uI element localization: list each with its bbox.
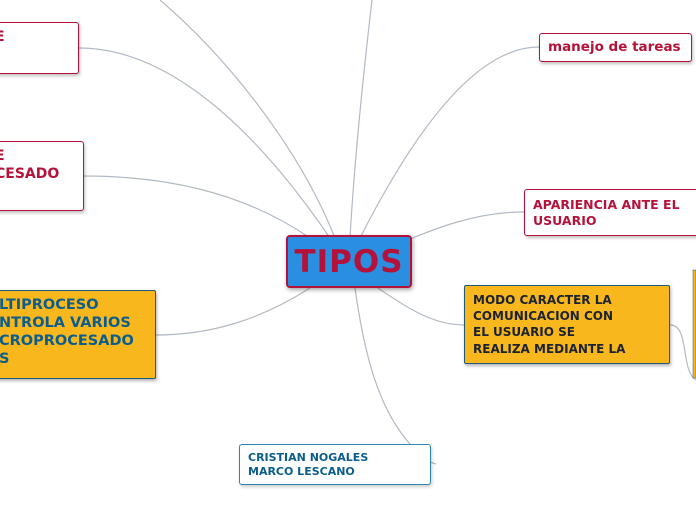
connector-authors-tail (429, 461, 437, 465)
connector-bottom-authors-node (354, 287, 411, 445)
connector-mode-to-offscreen (669, 324, 696, 381)
connector-top-offscreen (349, 0, 373, 239)
node-right-user-line: APARIENCIA ANTE EL (533, 197, 680, 212)
node-bottom-authors-line: MARCO LESCANO (248, 464, 355, 478)
connector-left-mid-node (83, 175, 311, 239)
node-top-left-line: E (0, 29, 78, 47)
node-bottom-authors[interactable]: CRISTIAN NOGALES MARCO LESCANO (239, 444, 431, 485)
connector-left-multi-node (155, 287, 311, 336)
node-left-mid[interactable]: E CESADO (0, 141, 84, 211)
node-right-mode-line: REALIZA MEDIANTE LA (473, 341, 626, 356)
connector-right-tasks-node (359, 46, 540, 239)
node-top-left[interactable]: E (0, 22, 79, 74)
central-topic[interactable]: TIPOS (286, 235, 412, 288)
node-left-multiprocess[interactable]: LTIPROCESO NTROLA VARIOS CROPROCESADO S (0, 290, 156, 379)
node-left-multiprocess-line: S (0, 351, 10, 368)
node-left-multiprocess-line: NTROLA VARIOS (0, 315, 131, 332)
node-right-mode[interactable]: MODO CARACTER LA COMUNICACION CON EL USU… (464, 285, 670, 364)
connector-top-left-offscreen (159, 0, 336, 239)
central-topic-label: TIPOS (294, 243, 404, 280)
node-right-tasks-line: manejo de tareas (548, 39, 681, 55)
node-right-mode-line: COMUNICACION CON (473, 309, 614, 324)
connector-top-left-node (78, 47, 331, 239)
node-right-mode-line: EL USUARIO SE (473, 325, 575, 340)
node-bottom-authors-line: CRISTIAN NOGALES (248, 451, 369, 464)
connector-right-mode-node (377, 287, 465, 326)
node-left-multiprocess-line: CROPROCESADO (0, 333, 134, 350)
node-right-user[interactable]: APARIENCIA ANTE EL USUARIO (524, 189, 696, 236)
node-right-tasks[interactable]: manejo de tareas (539, 33, 692, 62)
node-right-user-line: USUARIO (533, 212, 597, 228)
node-right-mode-line: MODO CARACTER LA (473, 293, 612, 307)
node-left-multiprocess-line: LTIPROCESO (0, 297, 99, 313)
node-left-mid-line: CESADO (0, 165, 60, 182)
node-left-mid-line: E (0, 148, 83, 166)
offscreen-yellow-node-edge (692, 269, 696, 379)
